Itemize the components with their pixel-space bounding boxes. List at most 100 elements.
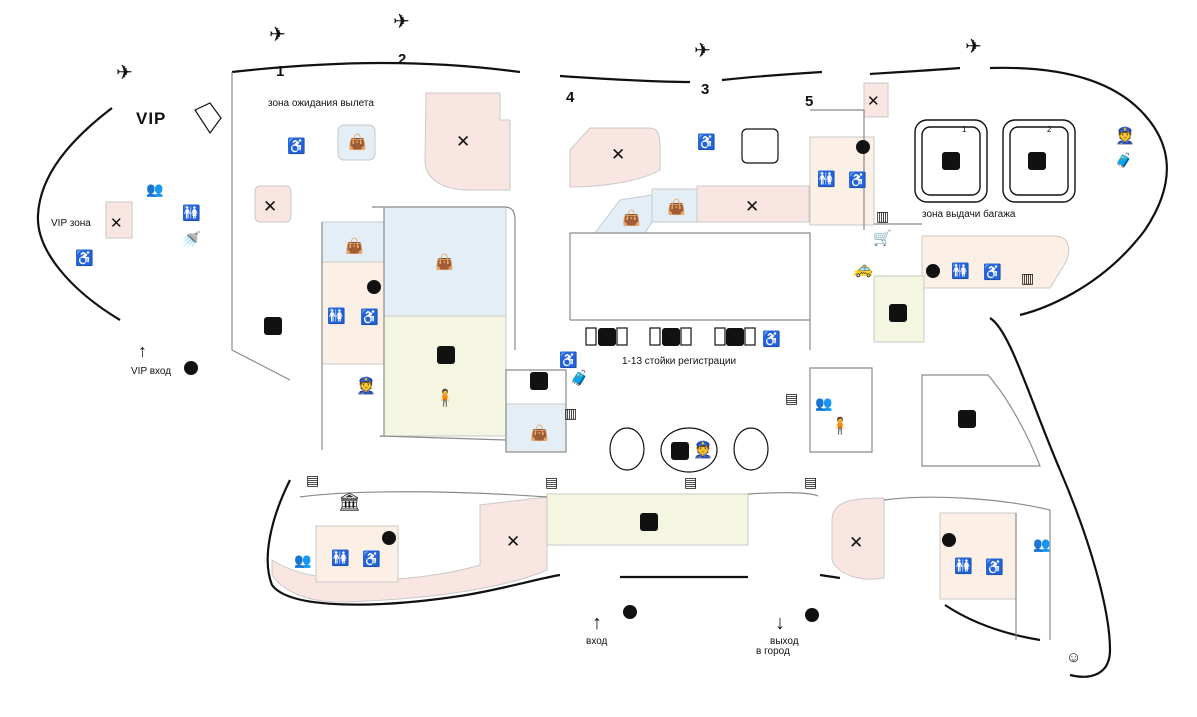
elevator-icon[interactable] [889, 304, 907, 322]
wc-icon[interactable]: 🚻 [951, 263, 970, 280]
vip-entrance-label[interactable]: VIP вход [131, 366, 172, 377]
wc-icon[interactable]: 🚻 [182, 205, 201, 222]
bank-icon[interactable]: 🏛 [338, 492, 361, 512]
food-zone-arrival-right[interactable] [831, 497, 885, 580]
checkin-counter-icon[interactable] [726, 328, 744, 346]
shop-zone-bottom[interactable] [505, 403, 567, 453]
baggage-trolley-icon[interactable]: 🛒 [873, 230, 892, 247]
mother-and-child-icon[interactable]: ♿ [75, 250, 94, 267]
luggage-icon[interactable]: 🧳 [1115, 152, 1133, 168]
prayer-room-icon[interactable] [184, 361, 198, 375]
entrance-label[interactable]: вход [586, 636, 608, 647]
food-zone-top-left[interactable] [424, 92, 511, 191]
shopping-bag-icon[interactable]: 👜 [345, 238, 364, 255]
food-zone-gate5[interactable] [863, 82, 889, 118]
luggage-icon[interactable] [1028, 152, 1046, 170]
customs-officer-icon[interactable]: 👮 [1115, 128, 1135, 145]
mother-and-child-icon[interactable]: ♿ [697, 134, 716, 151]
wc-zone-arrival-right[interactable] [921, 235, 1070, 289]
first-aid-icon[interactable] [958, 410, 976, 428]
police-icon[interactable]: 👮 [356, 378, 376, 395]
elevator-icon[interactable] [640, 513, 658, 531]
restaurant-icon[interactable]: ✕ [849, 533, 864, 552]
restaurant-icon[interactable]: ✕ [110, 215, 123, 232]
wc-icon[interactable]: 🚻 [817, 171, 836, 188]
shopping-bag-icon[interactable]: 👜 [530, 425, 549, 442]
prayer-room-icon[interactable] [805, 608, 819, 622]
wc-zone-left[interactable] [321, 261, 385, 365]
restaurant-icon[interactable]: ✕ [611, 145, 626, 164]
restaurant-icon[interactable]: ✕ [263, 197, 278, 216]
shopping-bag-icon[interactable]: 👜 [435, 254, 454, 271]
elevator-icon[interactable] [437, 346, 455, 364]
luggage-icon[interactable] [942, 152, 960, 170]
ticket-machine-icon[interactable]: ▥ [1021, 270, 1035, 286]
shopping-bag-icon[interactable]: 👜 [622, 210, 641, 227]
restaurant-icon[interactable]: ✕ [456, 132, 471, 151]
carousel-2[interactable] [1002, 119, 1076, 203]
restaurant-icon[interactable]: ✕ [506, 532, 521, 551]
taxi-icon[interactable]: 🚕 [853, 261, 873, 278]
exit-label-2[interactable]: в город [756, 646, 790, 657]
carousel-1[interactable] [914, 119, 988, 203]
prayer-room-icon[interactable] [623, 605, 637, 619]
shop-zone-large[interactable] [383, 206, 507, 317]
wc-icon[interactable]: 🚻 [331, 550, 350, 567]
food-zone-waiting[interactable] [254, 185, 292, 223]
prayer-room-icon[interactable] [367, 280, 381, 294]
wc-icon[interactable]: 🚻 [327, 308, 346, 325]
shop-zone-waiting[interactable] [337, 124, 376, 161]
customs-icon[interactable] [530, 372, 548, 390]
vip-title: VIP [136, 109, 167, 128]
food-zone-upper[interactable] [696, 185, 810, 223]
airplane-icon: ✈ [269, 24, 286, 46]
checkin-counter-icon[interactable] [662, 328, 680, 346]
airplane-icon: ✈ [116, 62, 133, 84]
accessible-icon[interactable]: ♿ [762, 331, 781, 348]
group-icon: 👥 [294, 552, 312, 568]
passenger-service-icon[interactable]: 🧍 [830, 418, 850, 435]
wc-icon[interactable]: 🚻 [954, 558, 973, 575]
prayer-room-icon[interactable] [942, 533, 956, 547]
accessible-icon[interactable]: ♿ [848, 172, 867, 189]
prayer-room-icon[interactable] [926, 264, 940, 278]
phone-charging-icon[interactable] [264, 317, 282, 335]
customs-officer-icon[interactable]: 👮 [693, 442, 713, 459]
accessible-icon[interactable]: ♿ [559, 352, 578, 369]
accessible-icon[interactable]: ♿ [362, 551, 381, 568]
ticket-machine-icon[interactable]: ▥ [876, 208, 890, 224]
shopping-bag-icon[interactable]: 👜 [348, 134, 367, 151]
zones [105, 82, 1070, 603]
exit-label-1[interactable]: выход [770, 636, 799, 647]
walls [36, 61, 1168, 678]
prayer-room-icon[interactable] [856, 140, 870, 154]
restaurant-icon[interactable]: ✕ [745, 197, 760, 216]
prayer-room-icon[interactable] [382, 531, 396, 545]
carousel-2-number: 2 [1047, 125, 1052, 134]
ticket-machine-icon[interactable]: ▥ [564, 405, 578, 421]
vip-zone-label: VIP зона [51, 218, 91, 229]
group-icon: 👥 [1033, 536, 1051, 552]
shop-zone-left-small[interactable] [321, 221, 385, 263]
atm-icon[interactable]: ▤ [684, 474, 698, 490]
food-zone-top-right[interactable] [569, 127, 661, 188]
accessible-icon[interactable]: ♿ [360, 309, 379, 326]
accessible-icon[interactable]: ♿ [985, 559, 1004, 576]
group-icon: 👥 [146, 181, 164, 197]
atm-icon[interactable]: ▤ [306, 472, 320, 488]
wc-zone-arrival-right-bottom[interactable] [939, 512, 1017, 600]
restaurant-icon[interactable]: ✕ [867, 93, 880, 110]
food-zone-vip[interactable] [105, 201, 133, 239]
info-icon[interactable] [671, 442, 689, 460]
atm-icon[interactable]: ▤ [804, 474, 818, 490]
atm-icon[interactable]: ▤ [545, 474, 559, 490]
passenger-service-icon[interactable]: 🧍 [435, 390, 455, 407]
mother-and-child-icon[interactable]: ♿ [287, 138, 306, 155]
shower-icon[interactable]: 🚿 [181, 232, 201, 249]
luggage-wrap-icon[interactable]: 🧳 [570, 370, 589, 387]
accessible-icon[interactable]: ♿ [983, 264, 1002, 281]
checkin-counter-icon[interactable] [598, 328, 616, 346]
atm-icon[interactable]: ▤ [785, 390, 799, 406]
shopping-bag-icon[interactable]: 👜 [667, 199, 686, 216]
service-zone-large[interactable] [383, 315, 507, 437]
